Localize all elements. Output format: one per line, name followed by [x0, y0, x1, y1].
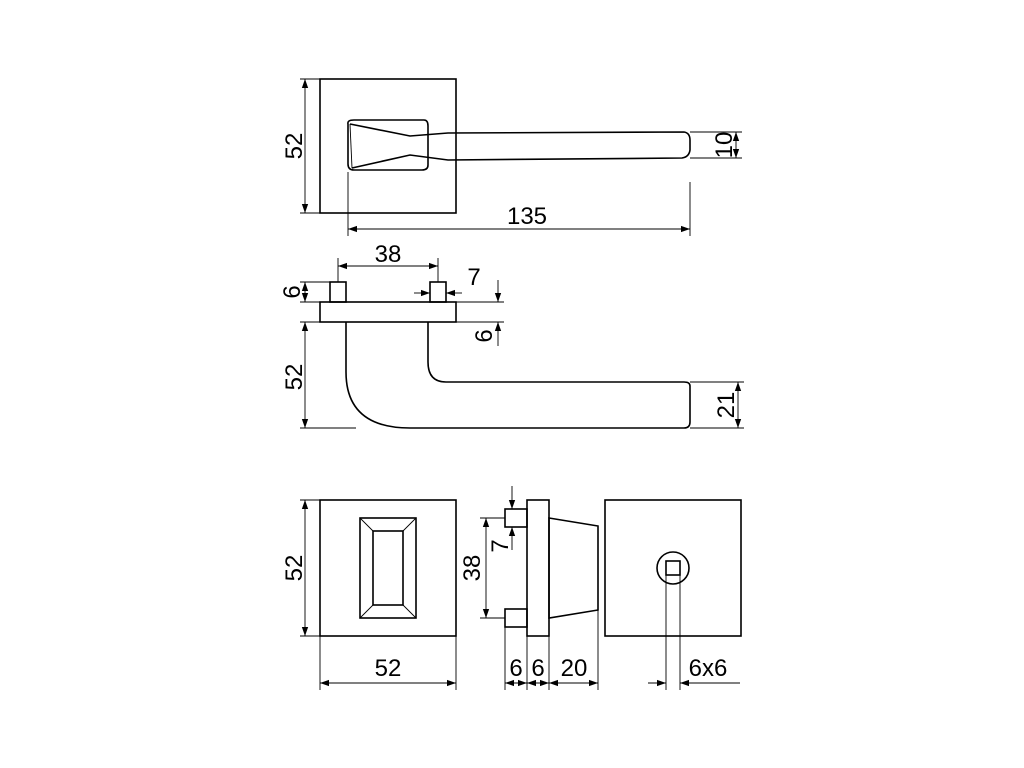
side-rose-plate	[319, 301, 457, 323]
side-view: 38 7 6 6 52 21	[279, 241, 744, 429]
dim-lever-thickness: 10	[711, 132, 738, 159]
top-lever-base	[347, 119, 429, 171]
spindle-square	[665, 560, 681, 576]
dim-thumbturn-height: 52	[281, 555, 308, 582]
dim-spindle-square: 6x6	[689, 655, 728, 682]
spindle-back-view: 6x6	[604, 499, 742, 690]
thumbturn-side-pin-bottom	[504, 608, 528, 628]
thumbturn-side-knob	[548, 517, 599, 619]
back-rose-square	[604, 499, 742, 637]
dim-rose-thickness: 6	[471, 329, 498, 342]
side-lever-profile	[345, 322, 691, 429]
thumbturn-front-view: 52 52	[281, 499, 457, 690]
dim-side-height: 52	[281, 364, 308, 391]
top-lever-arm	[349, 123, 691, 169]
dim-depth-rose: 6	[531, 655, 544, 682]
dim-pin-height: 6	[279, 285, 306, 298]
dim-pin-spacing: 38	[375, 241, 402, 268]
dim-thumbturn-pin-width: 7	[487, 539, 514, 552]
dim-thumbturn-pin-spacing: 38	[459, 555, 486, 582]
thumbturn-knob-outer	[359, 517, 417, 619]
top-view: 52 10 135	[281, 78, 742, 236]
thumbturn-side-rose	[526, 499, 550, 637]
dim-pin-width: 7	[467, 264, 480, 291]
top-rose-square	[319, 78, 457, 214]
dim-thumbturn-width: 52	[375, 655, 402, 682]
spindle-hole-circle	[656, 551, 690, 585]
thumbturn-knob-inner	[372, 530, 404, 606]
side-pin-right	[429, 281, 447, 303]
thumbturn-side-view: 7 38 6 6 20	[459, 486, 599, 690]
dim-lever-length: 135	[507, 203, 547, 230]
thumbturn-rose-square	[319, 499, 457, 637]
dim-top-height: 52	[281, 133, 308, 160]
thumbturn-side-pin-top	[504, 508, 528, 528]
dim-depth-pin: 6	[509, 655, 522, 682]
dim-depth-knob: 20	[561, 655, 588, 682]
side-pin-left	[329, 281, 347, 303]
dim-lever-end-height: 21	[713, 392, 740, 419]
